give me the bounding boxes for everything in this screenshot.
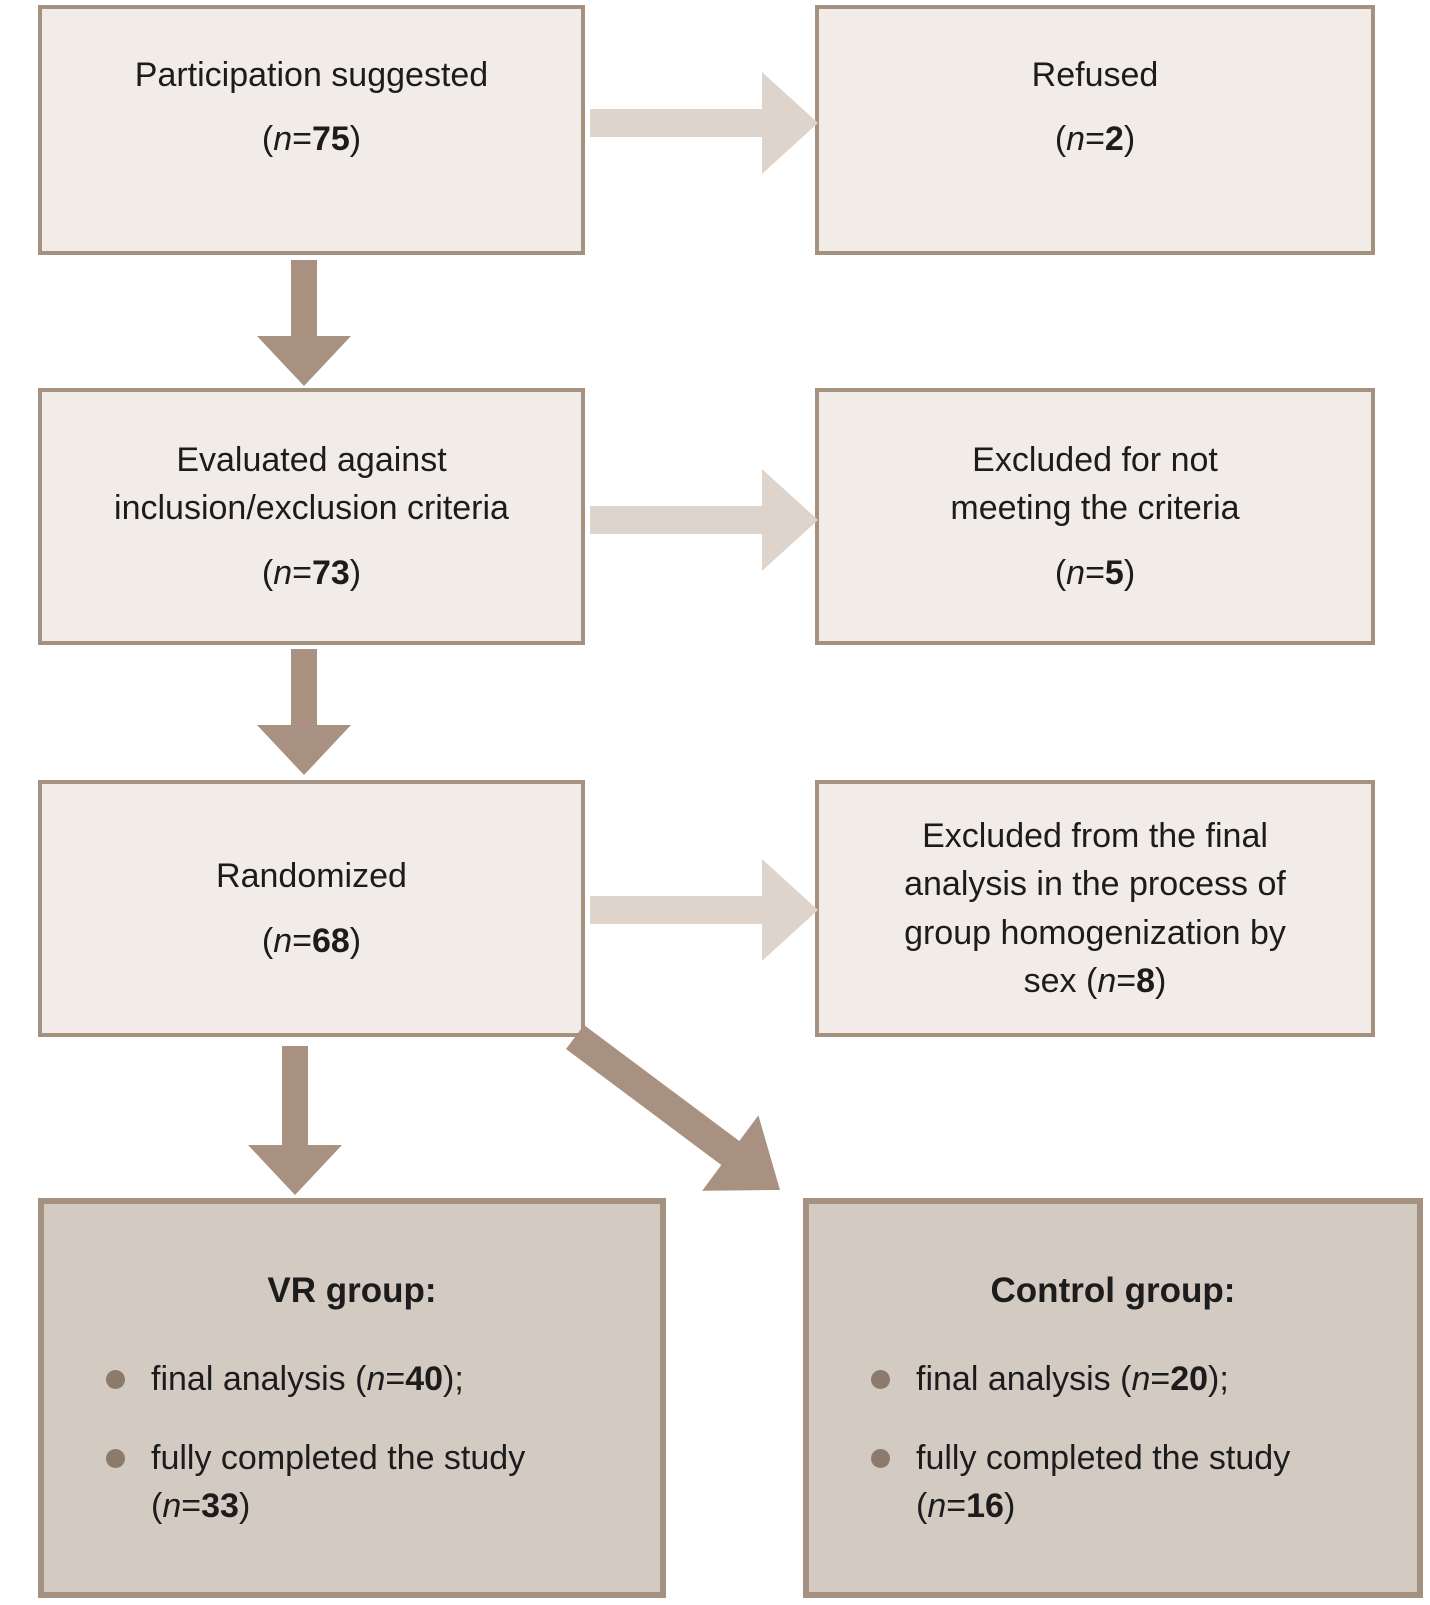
arrow-diagonal-to-control-group-icon (566, 1025, 780, 1191)
arrow-right-to-excluded-final-icon (590, 859, 818, 961)
box-title: Participation suggested (134, 55, 489, 94)
bullet-text: final analysis (n=40); (151, 1360, 464, 1399)
box-excluded-not-meeting-criteria: Excluded for not meeting the criteria (n… (815, 388, 1375, 645)
box-excluded-homogenization: Excluded from the final analysis in the … (815, 780, 1375, 1037)
box-control-group: Control group: final analysis (n=20); fu… (803, 1198, 1423, 1598)
box-participation-suggested: Participation suggested (n=75) (38, 5, 585, 255)
sample-size: (n=75) (261, 120, 362, 158)
box-refused: Refused (n=2) (815, 5, 1375, 255)
bullet-text: final analysis (n=20); (916, 1360, 1229, 1399)
sample-size: (n=73) (261, 553, 362, 592)
box-title: Excluded for not meeting the criteria (950, 441, 1240, 528)
box-title: Refused (1031, 55, 1159, 94)
box-title: Excluded from the final analysis in the … (904, 812, 1286, 1005)
box-randomized: Randomized (n=68) (38, 780, 585, 1037)
group-bullet-list: final analysis (n=20); fully completed t… (809, 1325, 1417, 1530)
list-item: fully completed the study (n=16) (871, 1434, 1381, 1531)
box-title: Randomized (216, 857, 407, 896)
arrow-down-to-evaluated-icon (257, 260, 351, 386)
sample-size: (n=5) (1054, 553, 1136, 592)
bullet-text: fully completed the study (n=16) (916, 1438, 1291, 1525)
sample-size: sex (n=8) (1023, 961, 1167, 1000)
list-item: final analysis (n=40); (106, 1355, 624, 1403)
group-heading: VR group: (267, 1270, 437, 1310)
arrow-down-to-vr-group-icon (248, 1046, 342, 1195)
bullet-icon (871, 1448, 890, 1468)
bullet-icon (871, 1370, 890, 1390)
box-vr-group: VR group: final analysis (n=40); fully c… (38, 1198, 666, 1598)
arrow-right-to-refused-icon (590, 72, 818, 174)
group-heading: Control group: (990, 1270, 1236, 1310)
list-item: fully completed the study (n=33) (106, 1434, 624, 1531)
sample-size: (n=68) (261, 921, 362, 960)
box-evaluated-criteria: Evaluated against inclusion/exclusion cr… (38, 388, 585, 645)
arrow-right-to-excluded-criteria-icon (590, 469, 818, 571)
bullet-icon (106, 1448, 125, 1468)
list-item: final analysis (n=20); (871, 1355, 1381, 1403)
box-title: Evaluated against inclusion/exclusion cr… (114, 441, 509, 528)
sample-size: (n=2) (1054, 120, 1136, 158)
arrow-down-to-randomized-icon (257, 649, 351, 775)
bullet-icon (106, 1370, 125, 1390)
bullet-text: fully completed the study (n=33) (151, 1438, 526, 1525)
group-bullet-list: final analysis (n=40); fully completed t… (44, 1325, 660, 1530)
